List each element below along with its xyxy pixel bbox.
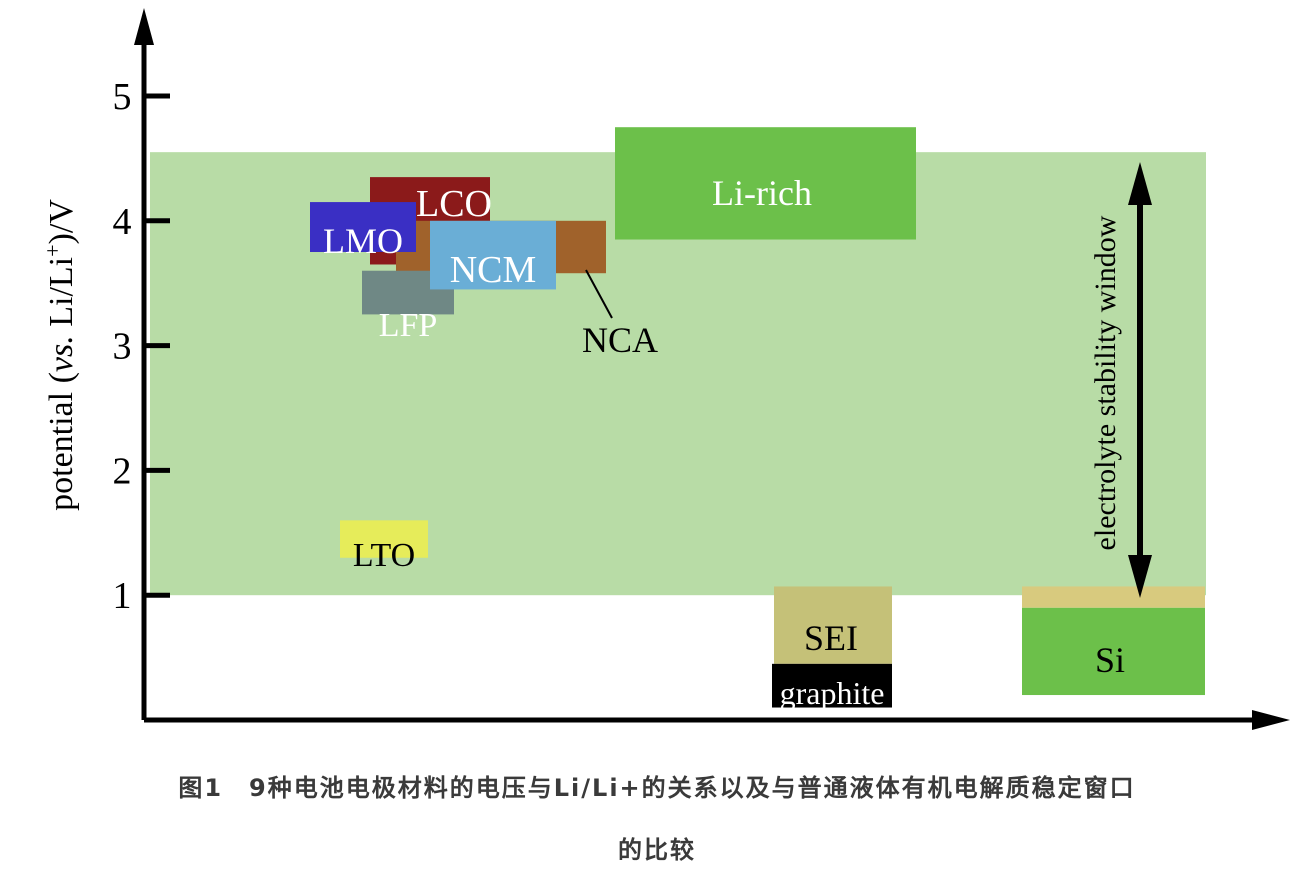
figure-caption-line2: 的比较 (618, 836, 696, 864)
stability-window-arrow-bottom (1128, 555, 1152, 598)
box-graphite (772, 663, 892, 708)
stability-window-arrow-top (1128, 162, 1152, 205)
label-si: Si (1095, 640, 1125, 680)
box-lmo (310, 202, 416, 252)
label-lco: LCO (416, 183, 492, 225)
label-graphite: graphite (780, 675, 885, 711)
y-tick-label: 1 (113, 575, 132, 617)
box-lto (340, 520, 428, 558)
box-si (1022, 607, 1205, 696)
box-li-rich (615, 127, 916, 240)
box-ncm (430, 220, 556, 290)
y-tick-label: 3 (113, 326, 132, 368)
x-axis-arrowhead (1252, 710, 1290, 730)
label-ncm: NCM (450, 249, 537, 291)
figure-caption-line1: 图1 9种电池电极材料的电压与Li/Li+的关系以及与普通液体有机电解质稳定窗口 (178, 774, 1136, 802)
nca-leader-line (585, 269, 613, 319)
label-sei: SEI (804, 618, 858, 658)
box-si-sei-layer (1022, 586, 1205, 608)
box-sei (774, 586, 892, 664)
y-axis-label: potential (vs. Li/Li+)/V (40, 199, 80, 511)
y-tick-label: 2 (113, 450, 132, 492)
y-axis-arrowhead (134, 8, 154, 45)
label-lmo: LMO (323, 221, 403, 261)
label-nca: NCA (582, 320, 658, 360)
label-li-rich: Li-rich (712, 173, 812, 213)
stability-window-label: electrolyte stability window (1089, 215, 1122, 550)
label-lfp: LFP (379, 307, 438, 344)
y-tick-label: 4 (113, 201, 132, 243)
y-tick-label: 5 (113, 76, 132, 118)
label-lto: LTO (353, 537, 415, 574)
